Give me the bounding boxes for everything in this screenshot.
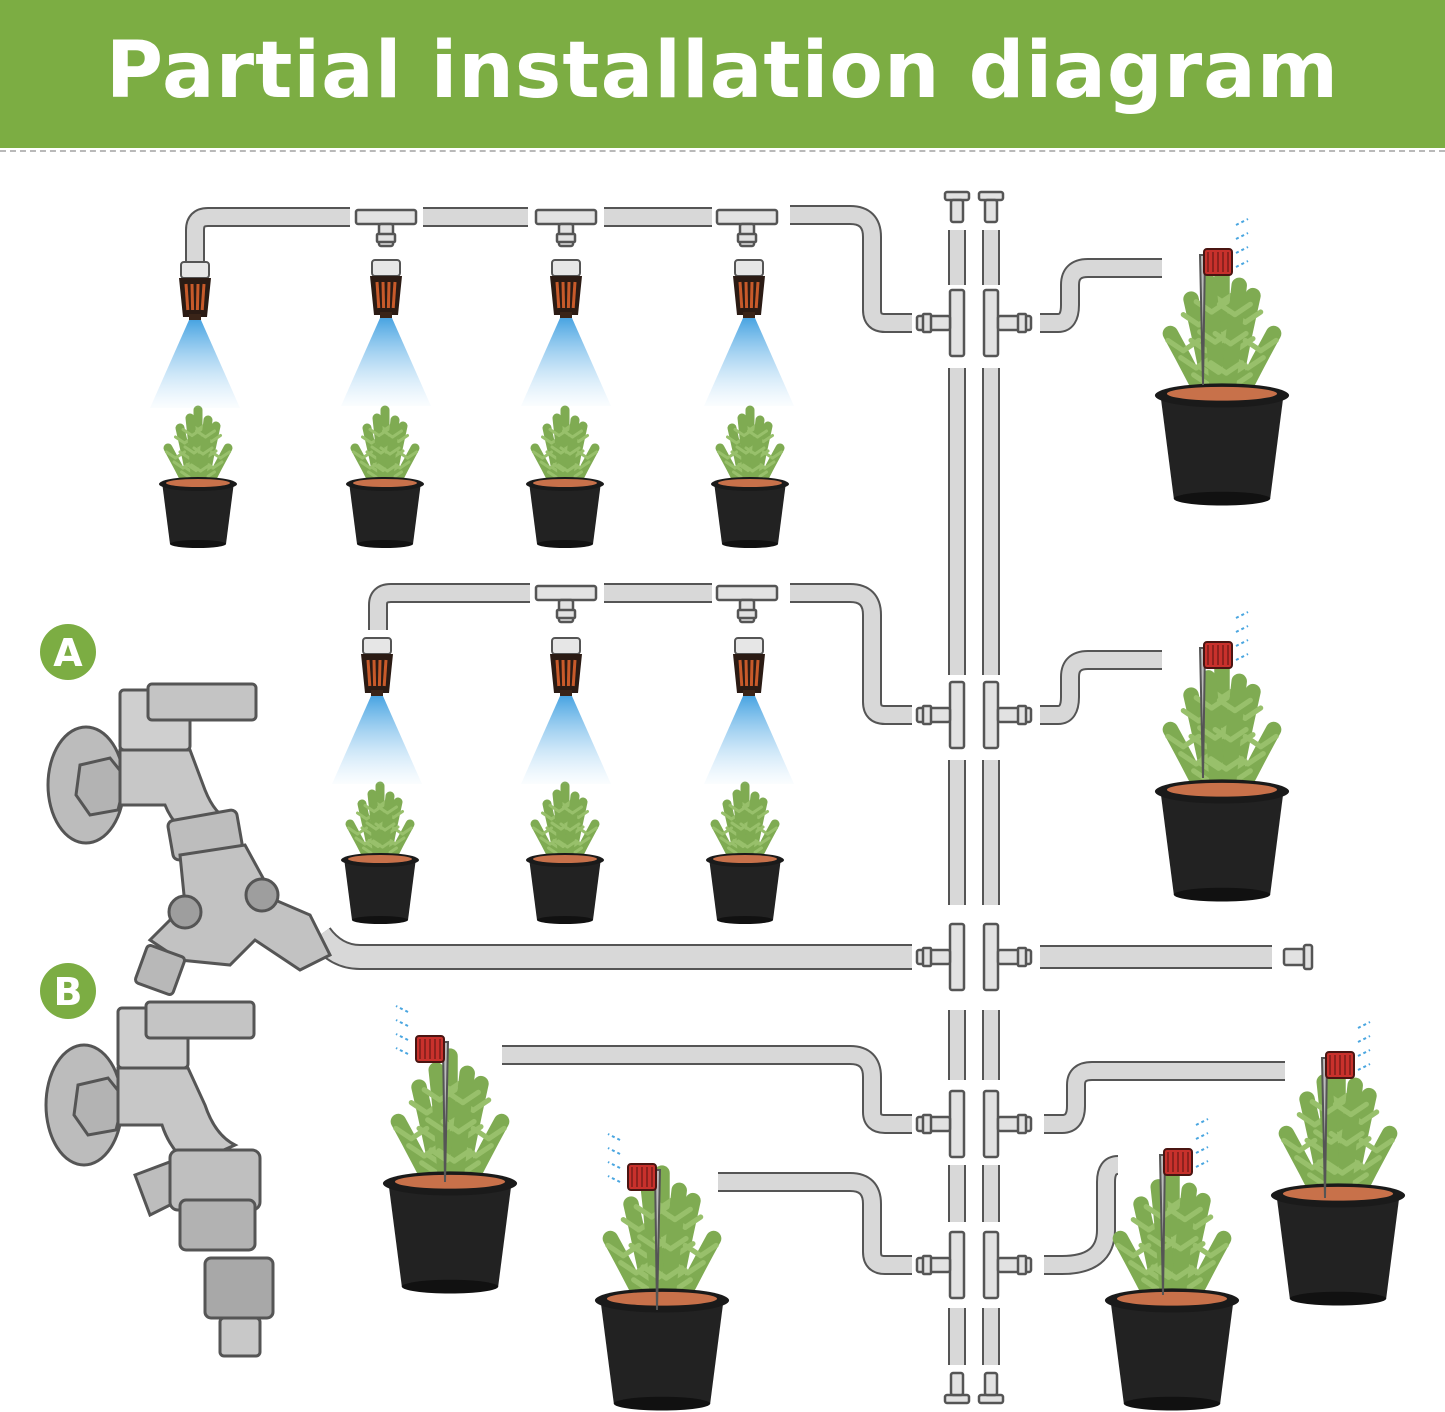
mist-nozzle-icon — [521, 637, 611, 784]
drip-stake-icon — [1158, 1118, 1209, 1296]
tee-connector-icon — [915, 680, 966, 750]
drip-stake-icon — [1198, 218, 1249, 386]
faucet-b-label: B — [54, 970, 83, 1014]
tee-connector-icon — [915, 1230, 966, 1300]
faucet-a-badge: A — [40, 624, 96, 680]
tee-connector-icon — [534, 584, 598, 624]
right-drip-tube-2 — [1040, 650, 1162, 725]
right-drip-tube-1 — [1040, 258, 1162, 333]
potted-plant-icon — [706, 781, 784, 924]
middle-return-tube — [790, 583, 912, 725]
potted-plant-icon — [1270, 1060, 1406, 1306]
lower-left-tube-2 — [718, 1172, 912, 1275]
end-plug-icon — [1282, 943, 1314, 971]
mist-nozzle-icon — [704, 637, 794, 784]
faucet-icon — [44, 1000, 262, 1252]
potted-plant-icon — [346, 405, 424, 548]
potted-plant-icon — [159, 405, 237, 548]
drip-stake-icon — [395, 1005, 450, 1183]
lower-left-tube-1 — [502, 1045, 912, 1134]
mist-nozzle-icon — [332, 637, 422, 784]
tee-connector-icon — [982, 1230, 1033, 1300]
tee-connector-icon — [915, 288, 966, 358]
mist-nozzle-icon — [704, 259, 794, 406]
tee-connector-icon — [982, 922, 1033, 992]
end-plug-icon — [977, 1371, 1005, 1405]
main-supply-tube — [309, 926, 912, 970]
faucet-b — [44, 1000, 275, 1358]
faucet-b-badge: B — [40, 963, 96, 1019]
tee-connector-icon — [982, 1089, 1033, 1159]
drip-stake-icon — [1320, 1021, 1371, 1199]
mist-nozzle-icon — [150, 261, 240, 408]
mist-nozzle-icon — [521, 259, 611, 406]
end-plug-icon — [977, 190, 1005, 224]
potted-plant-icon — [382, 1048, 518, 1294]
faucet-icon — [46, 682, 258, 862]
tee-connector-icon — [915, 922, 966, 992]
potted-plant-icon — [594, 1165, 730, 1411]
page-title: Partial installation diagram — [105, 26, 1340, 116]
drip-stake-icon — [607, 1133, 662, 1311]
tee-connector-icon — [354, 208, 418, 248]
potted-plant-icon — [526, 781, 604, 924]
top-return-tube — [790, 205, 912, 333]
potted-plant-icon — [1154, 260, 1290, 506]
header-banner: Partial installation diagram — [0, 0, 1445, 148]
tee-connector-icon — [715, 208, 779, 248]
faucet-a-label: A — [53, 631, 83, 675]
tee-connector-icon — [534, 208, 598, 248]
lower-right-tube-1 — [1044, 1061, 1285, 1134]
quick-connector-icon — [203, 1256, 275, 1358]
potted-plant-icon — [1104, 1165, 1240, 1411]
tee-connector-icon — [982, 680, 1033, 750]
tee-connector-icon — [915, 1089, 966, 1159]
connector-layer — [354, 190, 1314, 1405]
tee-connector-icon — [715, 584, 779, 624]
plant-layer — [159, 260, 1406, 1411]
lower-right-tube-2 — [1044, 1155, 1119, 1275]
end-plug-icon — [943, 1371, 971, 1405]
end-plug-icon — [943, 190, 971, 224]
dripper-layer — [395, 218, 1371, 1311]
top-feed-tube — [185, 207, 350, 270]
header-divider — [0, 150, 1445, 152]
mist-nozzle-icon — [341, 259, 431, 406]
nozzle-layer — [150, 259, 794, 784]
y-splitter-icon — [133, 843, 333, 997]
potted-plant-icon — [341, 781, 419, 924]
faucet-a — [46, 682, 333, 997]
middle-feed-tube — [368, 583, 530, 630]
potted-plant-icon — [1154, 656, 1290, 902]
tee-connector-icon — [982, 288, 1033, 358]
potted-plant-icon — [711, 405, 789, 548]
drip-stake-icon — [1198, 611, 1249, 779]
potted-plant-icon — [526, 405, 604, 548]
